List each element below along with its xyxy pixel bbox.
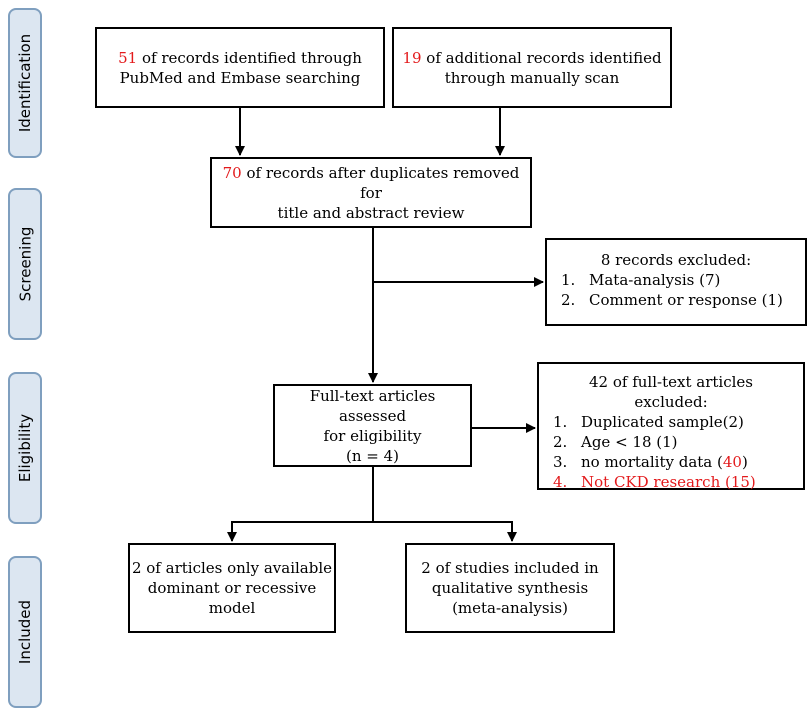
list-item: 3. no mortality data (40) — [553, 453, 748, 471]
dominant-line1: 2 of articles only available — [131, 559, 333, 577]
dedup-count: 70 — [222, 163, 242, 182]
box-dedup-line1: 70 of records after duplicates removed f… — [222, 163, 520, 202]
fulltext-line1: Full-text articles assessed — [309, 386, 436, 425]
box-excluded-fulltext: 42 of full-text articles excluded: 1. Du… — [537, 362, 805, 491]
manual-count: 19 — [402, 48, 422, 67]
list-item: 1. Mata-analysis (7) — [561, 271, 721, 289]
stage-included: Included — [8, 556, 42, 708]
box-pubmed-records: 51 of records identified through PubMed … — [95, 27, 385, 108]
box-manual-records: 19 of additional records identified thro… — [392, 27, 672, 108]
box-pubmed-line2: PubMed and Embase searching — [119, 68, 361, 87]
dominant-line3: model — [208, 599, 256, 617]
list-item: 2. Comment or response (1) — [561, 291, 783, 309]
box-after-duplicates: 70 of records after duplicates removed f… — [210, 157, 532, 228]
excluded-full-title: 42 of full-text articles excluded: — [589, 373, 753, 411]
box-excluded-screening: 8 records excluded: 1. Mata-analysis (7)… — [545, 238, 807, 326]
stage-eligibility: Eligibility — [8, 372, 42, 524]
box-dominant-recessive: 2 of articles only available dominant or… — [128, 543, 336, 633]
box-pubmed-line1: 51 of records identified through — [118, 48, 362, 67]
pubmed-count: 51 — [118, 48, 138, 67]
fulltext-line3: (n = 4) — [345, 446, 399, 465]
list-item: 4. Not CKD research (15) — [553, 473, 756, 491]
box-dedup-line2: title and abstract review — [277, 203, 465, 222]
stage-screening: Screening — [8, 188, 42, 340]
box-fulltext-assessed: Full-text articles assessed for eligibil… — [273, 384, 472, 467]
fulltext-line2: for eligibility — [323, 426, 422, 445]
qualitative-line3: (meta-analysis) — [452, 599, 568, 617]
dominant-line2: dominant or recessive — [147, 579, 317, 597]
qualitative-line2: qualitative synthesis — [431, 579, 589, 597]
box-manual-line1: 19 of additional records identified — [402, 48, 662, 67]
stage-identification: Identification — [8, 8, 42, 158]
qualitative-line1: 2 of studies included in — [421, 559, 599, 577]
box-manual-line2: through manually scan — [444, 68, 620, 87]
box-qualitative-synthesis: 2 of studies included in qualitative syn… — [405, 543, 615, 633]
list-item: 1. Duplicated sample(2) — [553, 413, 744, 431]
list-item: 2. Age < 18 (1) — [553, 433, 678, 451]
excluded-screen-title: 8 records excluded: — [600, 251, 752, 269]
